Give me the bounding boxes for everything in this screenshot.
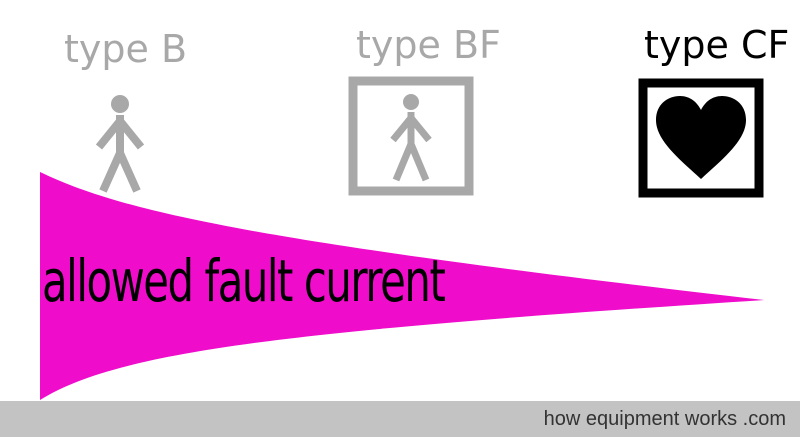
allowed-fault-current-label: allowed fault current: [42, 247, 446, 315]
person-in-square-icon: [348, 76, 474, 196]
footer-bar: how equipment works .com: [0, 401, 800, 437]
type-cf-label: type CF: [644, 23, 790, 67]
type-bf-label: type BF: [356, 23, 501, 67]
wedge-shape: [40, 172, 764, 400]
heart-in-square-icon: [638, 78, 764, 198]
person-figure-icon: [95, 95, 145, 193]
credit-text: how equipment works .com: [543, 408, 786, 430]
type-b-label: type B: [64, 27, 188, 71]
